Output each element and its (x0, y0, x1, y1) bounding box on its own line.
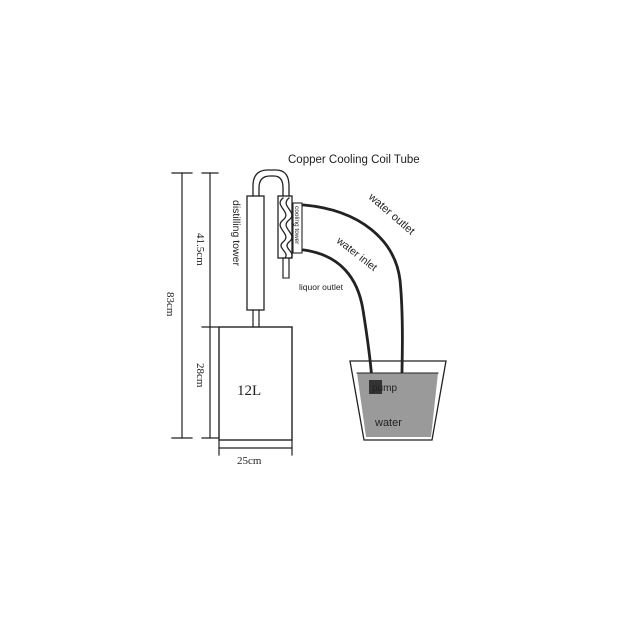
water-inlet-hose (302, 248, 374, 382)
dimension-pot-width (218, 440, 293, 456)
pot-neck (252, 309, 260, 328)
cooling-tower-label: cooling tower (293, 206, 300, 245)
copper-coil-loop (252, 169, 290, 197)
distilling-tower-label: distilling tower (230, 200, 242, 266)
liquor-outlet-pipe (282, 257, 290, 279)
dimension-total-height (171, 172, 193, 439)
pump (369, 380, 382, 394)
cooling-coil (279, 197, 293, 259)
height-total-label: 83cm (164, 292, 176, 317)
coil-label: Copper Cooling Coil Tube (288, 154, 420, 166)
pump-label: pump (372, 383, 397, 394)
width-pot-label: 25cm (237, 455, 262, 467)
water-outlet-hose (302, 203, 404, 414)
pot-vessel (218, 326, 293, 441)
height-pot-label: 28cm (194, 363, 206, 388)
vessel-capacity-label: 12L (237, 383, 261, 399)
cooling-jacket (292, 202, 303, 254)
water-label: water (374, 417, 402, 429)
water-bucket (349, 360, 447, 441)
dimension-pot-height (201, 326, 219, 439)
height-tower-label: 41.5cm (194, 233, 206, 266)
water-inlet-label: water inlet (333, 234, 379, 274)
distilling-tower (246, 195, 265, 311)
liquor-outlet-label: liquor outlet (299, 282, 344, 292)
